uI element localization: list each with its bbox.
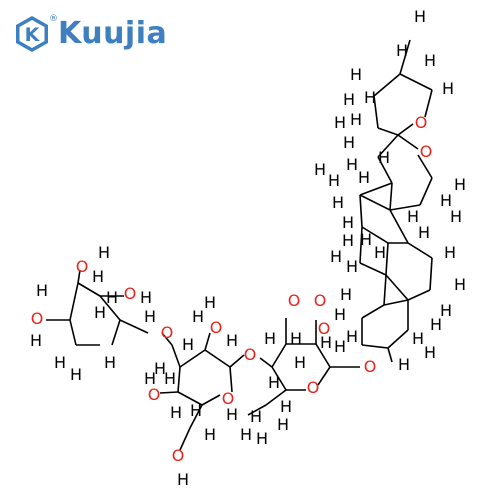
logo-hexagon-icon: K: [16, 16, 48, 52]
hydrogen-atom-label: H: [294, 353, 306, 372]
oxygen-atom-label: O: [76, 257, 89, 276]
hydrogen-atom-label: H: [442, 79, 454, 98]
hydrogen-atom-label: H: [182, 335, 194, 354]
hydrogen-atom-label: H: [358, 168, 370, 187]
hydrogen-atom-label: H: [177, 470, 189, 489]
hydrogen-atom-label: H: [412, 329, 424, 348]
hydrogen-atom-label: H: [98, 243, 110, 262]
hydrogen-atom-label: H: [290, 329, 302, 348]
hydrogen-atom-label: H: [430, 315, 442, 334]
hydrogen-atom-label: H: [332, 193, 344, 212]
hydrogen-atom-label: H: [424, 51, 436, 70]
hydrogen-atom-label: H: [342, 231, 354, 250]
hydrogen-atom-label: H: [328, 171, 340, 190]
hydrogen-atom-label: H: [396, 41, 408, 60]
hydrogen-atom-label: H: [204, 293, 216, 312]
hydrogen-atom-label: H: [256, 429, 268, 448]
hydrogen-atom-label: H: [454, 275, 466, 294]
logo-mark-letter: K: [25, 24, 41, 46]
hydrogen-atom-label: H: [360, 230, 372, 249]
hydrogen-atom-label: H: [144, 369, 156, 388]
hydrogen-atom-label: H: [440, 191, 452, 210]
hydrogen-atom-label: H: [250, 407, 262, 426]
logo-registered-mark: ®: [49, 14, 58, 24]
oxygen-atom-label: O: [172, 446, 185, 465]
hydrogen-atom-label: H: [450, 207, 462, 226]
oxygen-atom-label: O: [31, 309, 44, 328]
hydrogen-atom-label: H: [314, 160, 326, 179]
oxygen-atom-label: O: [210, 318, 223, 337]
hydrogen-atom-label: H: [280, 397, 292, 416]
hydrogen-atom-label: H: [334, 337, 346, 356]
hydrogen-atom-label: H: [277, 415, 289, 434]
oxygen-atom-label: O: [314, 291, 327, 310]
oxygen-atom-label: O: [364, 357, 377, 376]
hydrogen-atom-label: H: [374, 243, 386, 262]
hydrogen-atom-label: H: [164, 369, 176, 388]
oxygen-atom-label: O: [222, 389, 235, 408]
hydrogen-atom-label: H: [140, 288, 152, 307]
hydrogen-atom-label: H: [94, 303, 106, 322]
hydrogen-atom-label: H: [240, 425, 252, 444]
hydrogen-atom-label: H: [346, 155, 358, 174]
hydrogen-atom-label: H: [192, 307, 204, 326]
hydrogen-atom-label: H: [268, 373, 280, 392]
hydrogen-atom-label: H: [454, 175, 466, 194]
hydrogen-atom-label: H: [350, 65, 362, 84]
hydrogen-atom-label: H: [106, 288, 118, 307]
hydrogen-atom-label: H: [104, 353, 116, 372]
hydrogen-atom-label: H: [340, 285, 352, 304]
hydrogen-atom-label: H: [54, 353, 66, 372]
oxygen-atom-label: O: [420, 142, 433, 161]
hydrogen-atom-label: H: [343, 133, 355, 152]
oxygen-atom-label: O: [124, 284, 137, 303]
hydrogen-atom-label: H: [346, 257, 358, 276]
hydrogen-atom-label: H: [226, 331, 238, 350]
hydrogen-atom-label: H: [350, 110, 362, 129]
oxygen-atom-label: O: [318, 319, 331, 338]
hydrogen-atom-label: H: [398, 355, 410, 374]
hydrogen-atom-label: H: [334, 305, 346, 324]
oxygen-atom-label: O: [244, 345, 257, 364]
hydrogen-atom-label: H: [334, 113, 346, 132]
hydrogen-atom-label: H: [320, 333, 332, 352]
hydrogen-atom-label: H: [424, 343, 436, 362]
oxygen-atom-label: O: [415, 113, 428, 132]
hydrogen-atom-label: H: [418, 223, 430, 242]
hydrogen-atom-label: H: [70, 365, 82, 384]
hydrogen-atom-label: H: [444, 243, 456, 262]
hydrogen-atom-label: H: [264, 329, 276, 348]
oxygen-atom-label: O: [288, 291, 301, 310]
hydrogen-atom-label: H: [190, 401, 202, 420]
oxygen-atom-label: O: [161, 323, 174, 342]
hydrogen-atom-label: H: [414, 7, 426, 26]
bond-lines: [46, 39, 433, 451]
hydrogen-atom-label: H: [92, 267, 104, 286]
hydrogen-atom-label: H: [170, 403, 182, 422]
oxygen-atom-label: O: [148, 385, 161, 404]
hydrogen-atom-label: H: [440, 301, 452, 320]
hydrogen-atom-label: H: [204, 425, 216, 444]
logo-brand-text: Kuujia: [58, 16, 168, 51]
hydrogen-atom-label: H: [342, 213, 354, 232]
hydrogen-atom-label: H: [330, 247, 342, 266]
hydrogen-atom-label: H: [154, 359, 166, 378]
hydrogen-atom-label: H: [30, 331, 42, 350]
hydrogen-atom-label: H: [378, 148, 390, 167]
hydrogen-atom-label: H: [407, 207, 419, 226]
hydrogen-atom-label: H: [364, 88, 376, 107]
hydrogen-atom-label: H: [343, 90, 355, 109]
oxygen-atom-label: O: [307, 378, 320, 397]
hydrogen-atom-label: H: [36, 281, 48, 300]
hydrogen-atom-label: H: [226, 405, 238, 424]
hydrogen-atom-label: H: [346, 327, 358, 346]
hydrogen-atom-label: H: [144, 307, 156, 326]
